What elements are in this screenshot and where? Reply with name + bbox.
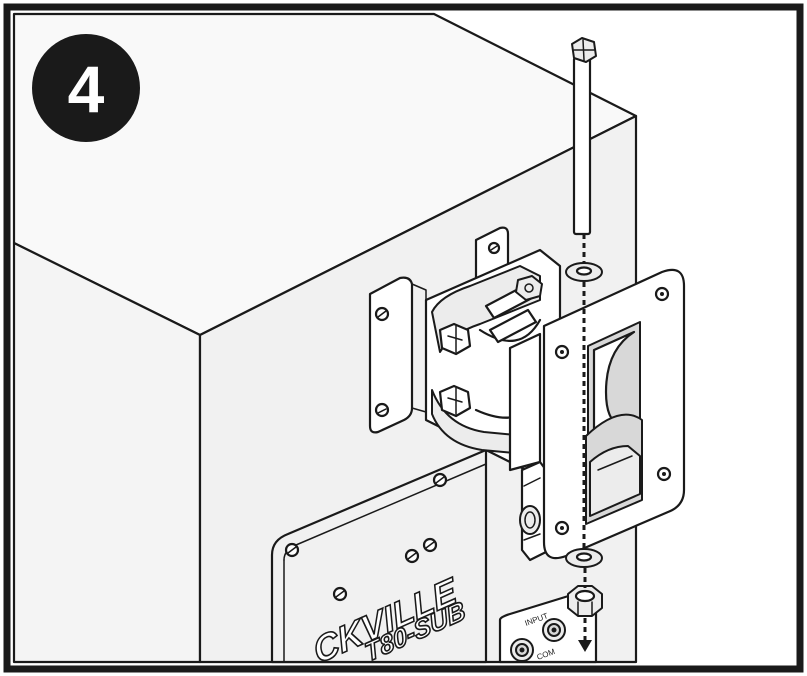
plate-hole (654, 286, 670, 302)
step-badge: 4 (32, 34, 140, 142)
amplifier-panel: CKVILLE T80-SUB INPUT COM (270, 448, 598, 673)
speaker-mounting-plate (542, 268, 686, 560)
hex-bolt (571, 37, 597, 236)
rca-jack (510, 638, 534, 662)
mount-screw (487, 241, 501, 255)
mount-screw (374, 306, 390, 322)
tension-knob (438, 322, 472, 356)
hinge-barrel (519, 460, 548, 562)
lock-nut (567, 585, 603, 617)
panel-screw (332, 586, 348, 602)
step-number: 4 (68, 52, 105, 126)
tension-knob (438, 384, 472, 418)
step-badge-circle (32, 34, 140, 142)
panel-screw (404, 548, 420, 564)
arrow-down-icon (578, 640, 592, 652)
plate-hole (554, 344, 570, 360)
plate-hole (554, 520, 570, 536)
frame-border (3, 3, 804, 673)
upper-washer (565, 262, 603, 282)
panel-screw (432, 472, 448, 488)
lower-washer (565, 548, 603, 568)
panel-screw (284, 542, 300, 558)
rca-jack (542, 618, 566, 642)
plate-hole (656, 466, 672, 482)
mount-screw (374, 402, 390, 418)
panel-screw (422, 537, 438, 553)
wall-mount-bracket (368, 226, 562, 562)
alignment-guide (578, 234, 592, 652)
yoke-bolt (515, 275, 543, 301)
